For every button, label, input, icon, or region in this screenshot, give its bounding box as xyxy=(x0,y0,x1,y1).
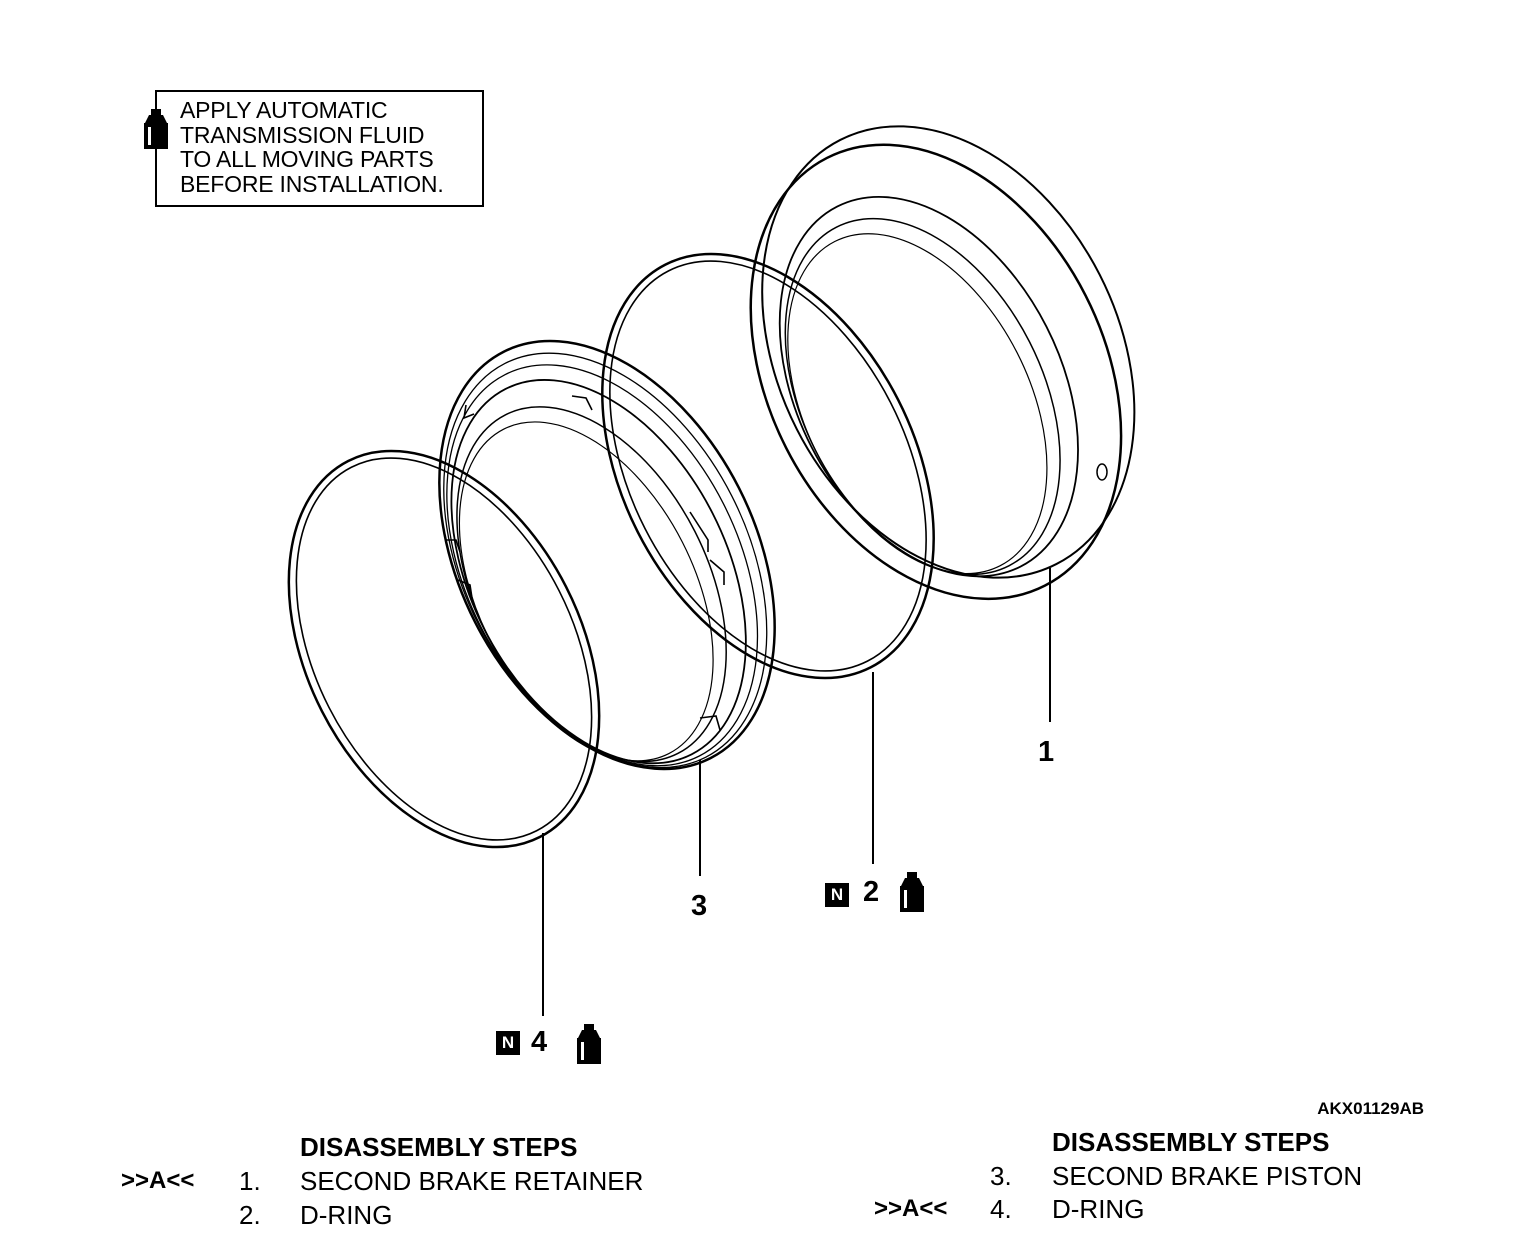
second-brake-piston xyxy=(438,339,776,771)
new-part-badge: N xyxy=(496,1031,520,1055)
steps-title-right: DISASSEMBLY STEPS xyxy=(1052,1127,1330,1157)
d-ring-large xyxy=(601,252,935,680)
step-number: 4. xyxy=(990,1194,1012,1224)
callout-4: 4 xyxy=(531,1026,548,1058)
step-marker: >>A<< xyxy=(874,1195,948,1222)
atf-bottle-icon xyxy=(577,1024,601,1064)
step-number: 1. xyxy=(239,1166,261,1196)
step-number: 2. xyxy=(239,1200,261,1230)
second-brake-retainer xyxy=(749,125,1136,601)
new-part-badge: N xyxy=(825,883,849,907)
note-text: APPLY AUTOMATIC TRANSMISSION FLUID TO AL… xyxy=(180,97,444,197)
callout-2: 2 xyxy=(863,876,880,908)
steps-title-left: DISASSEMBLY STEPS xyxy=(300,1132,578,1162)
atf-bottle-icon xyxy=(900,872,924,912)
step-label: SECOND BRAKE RETAINER xyxy=(300,1166,644,1196)
leader-lines xyxy=(542,568,1051,1016)
step-marker: >>A<< xyxy=(121,1167,195,1194)
callout-1: 1 xyxy=(1038,736,1055,768)
step-number: 3. xyxy=(990,1161,1012,1191)
step-label: SECOND BRAKE PISTON xyxy=(1052,1161,1363,1191)
callout-3: 3 xyxy=(691,890,708,922)
note-box xyxy=(155,90,484,207)
reference-code: AKX01129AB xyxy=(1317,1099,1424,1118)
step-label: D-RING xyxy=(300,1200,393,1230)
step-label: D-RING xyxy=(1052,1194,1145,1224)
d-ring-small xyxy=(287,449,601,849)
